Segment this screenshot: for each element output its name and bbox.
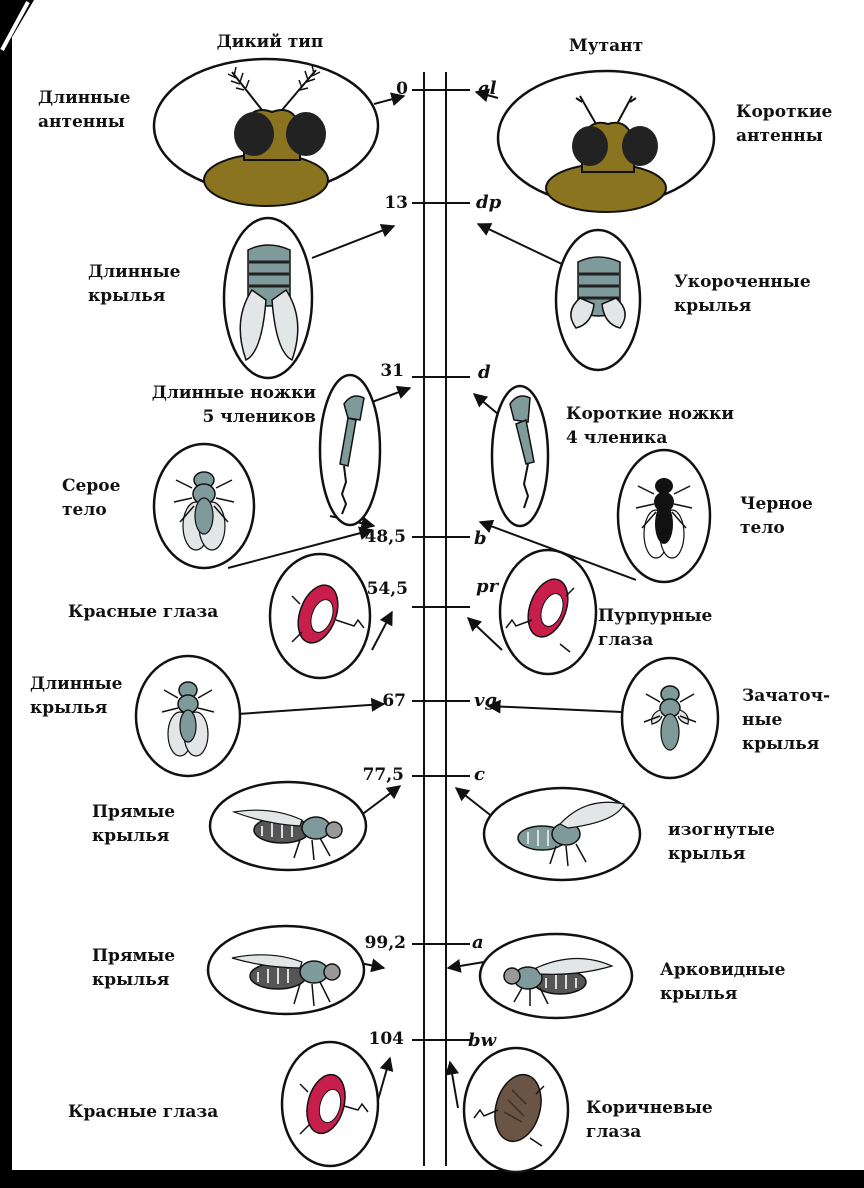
mutant-vestigial-wings-oval xyxy=(622,658,718,778)
mutant-purple-eye-oval xyxy=(500,550,596,674)
pos-13: 13 xyxy=(384,193,408,213)
mutant-antennae-oval xyxy=(498,71,714,212)
wild-long-wings-fly-oval xyxy=(136,656,240,776)
pos-104: 104 xyxy=(369,1029,405,1049)
wild-straight-wings-2-oval xyxy=(208,926,364,1014)
mutant-brown-eye-oval xyxy=(464,1048,568,1172)
mutant-short-wings-oval xyxy=(556,230,640,370)
gene-a: a xyxy=(472,932,484,953)
gene-bw: bw xyxy=(468,1030,498,1051)
corner-mark xyxy=(0,0,34,58)
gene-vg: vg xyxy=(474,690,497,711)
wild-antennae-oval xyxy=(154,59,378,206)
mutant-short-leg-oval xyxy=(492,386,548,526)
pos-77-5: 77,5 xyxy=(363,765,404,785)
wild-long-leg-oval xyxy=(320,375,380,525)
wild-gray-body-oval xyxy=(154,444,254,568)
wild-red-eye-oval xyxy=(270,554,370,678)
gene-d: d xyxy=(478,362,491,383)
pos-54-5: 54,5 xyxy=(367,579,408,599)
pos-67: 67 xyxy=(382,691,406,711)
locus-ticks xyxy=(412,90,470,1040)
wild-red-eye-2-oval xyxy=(282,1042,378,1166)
mutant-curved-wings-oval xyxy=(484,788,640,880)
pos-99-2: 99,2 xyxy=(365,933,406,953)
wild-long-wings-oval xyxy=(224,218,312,378)
gene-c: c xyxy=(474,764,485,785)
mutant-arched-wings-oval xyxy=(480,934,632,1018)
pos-31: 31 xyxy=(380,361,404,381)
wild-straight-wings-oval xyxy=(210,782,366,870)
gene-b: b xyxy=(474,528,487,549)
gene-dp: dp xyxy=(476,192,502,213)
gene-pr: pr xyxy=(476,576,500,597)
mutant-black-body-oval xyxy=(618,450,710,582)
